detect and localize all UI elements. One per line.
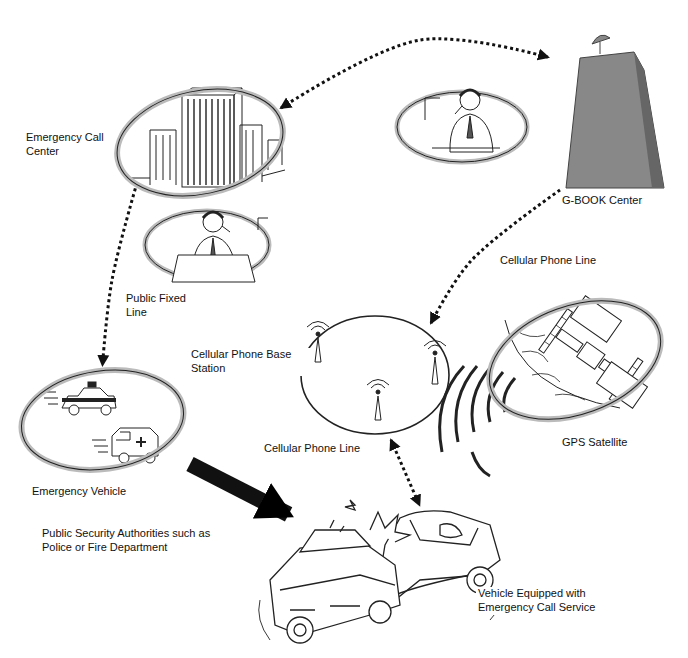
line-label: Cellular Phone Line [498,254,612,268]
ellipse-outline [301,316,449,434]
satellite-dish [592,35,610,54]
node-outline [295,310,455,440]
node-label: Vehicle Equipped with Emergency Call Ser… [476,587,620,615]
operator-illustration [145,211,269,282]
node-label: Emergency Call Center [24,131,112,159]
tower-shade [634,52,664,188]
node-label: Cellular Phone Base Station [189,348,311,376]
node-outline [480,300,670,420]
radio-waves [440,366,515,476]
ellipse-halo [301,316,449,434]
antenna-illustration [307,322,446,421]
crash-illustration [259,500,500,643]
base-station: Cellular Phone Base Station [295,310,455,440]
ellipse-halo [107,75,293,211]
ellipse-halo [473,279,677,441]
node-outline [110,85,290,200]
node-label: GPS Satellite [560,436,654,450]
ellipse-outline [15,360,190,480]
line-label: Cellular Phone Line [262,442,386,456]
gps-satellite: GPS Satellite [480,300,670,420]
ellipse-outline [107,75,293,211]
communication-line [281,39,548,108]
communication-line [391,440,419,505]
call-center: Emergency Call Center [110,85,290,200]
node-label: G-BOOK Center [560,194,674,208]
line-label: Public Security Authorities such as Poli… [40,527,234,555]
dispatch-arrow [190,464,289,514]
ellipse-outline [473,279,677,441]
line-label: Public Fixed Line [124,292,206,320]
node-outline [15,365,190,475]
ellipse-halo [15,360,190,480]
tower-building [566,52,664,188]
node-outline [548,30,668,190]
node-label: Emergency Vehicle [30,485,154,499]
service-center: G-BOOK Center [548,30,668,190]
communication-line [103,183,138,365]
emergency-vehicle: Emergency Vehicle [15,365,190,475]
equipped-vehicle: Vehicle Equipped with Emergency Call Ser… [240,505,470,645]
operator-illustration [397,90,527,162]
